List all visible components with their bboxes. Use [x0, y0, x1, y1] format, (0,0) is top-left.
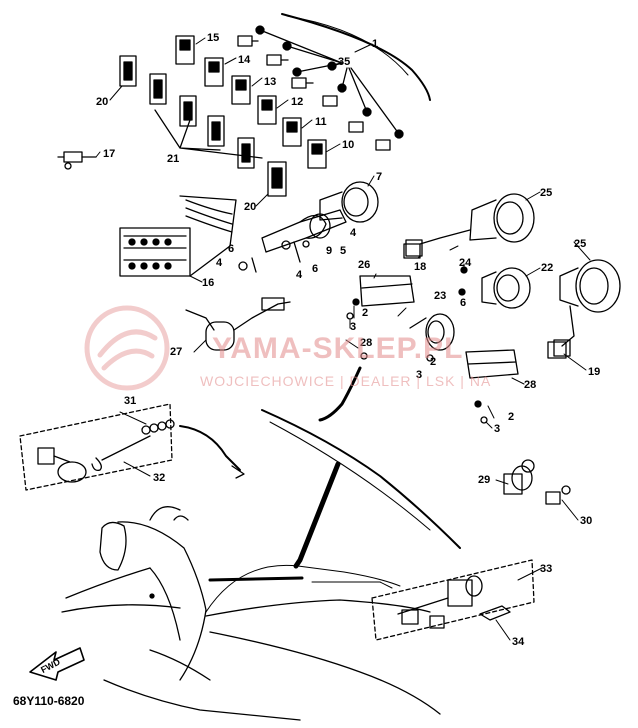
- callout-6-right: 6: [460, 297, 466, 309]
- callout-32: 32: [153, 472, 165, 484]
- callout-20-mid: 20: [244, 201, 256, 213]
- callout-3-lower: 3: [494, 423, 500, 435]
- callout-2-lower: 2: [508, 411, 514, 423]
- callout-5: 5: [340, 245, 346, 257]
- callout-15: 15: [207, 32, 219, 44]
- callout-14: 14: [238, 54, 251, 66]
- watercraft-outline: [61, 409, 461, 721]
- callout-6-left: 6: [228, 243, 234, 255]
- callout-30: 30: [580, 515, 592, 527]
- callout-26: 26: [358, 259, 370, 271]
- callout-33: 33: [540, 563, 552, 575]
- main-harness-wire: [281, 13, 431, 101]
- callout-25-right: 25: [574, 238, 586, 250]
- callout-4-mid: 4: [296, 269, 303, 281]
- connector-plugs: [175, 35, 391, 169]
- hardware-small: [238, 240, 310, 273]
- clip-parts: [255, 25, 404, 139]
- callout-27: 27: [170, 346, 182, 358]
- main-coupler-16: [119, 195, 237, 277]
- callout-2-upper: 2: [362, 307, 368, 319]
- callout-16: 16: [202, 277, 214, 289]
- callout-28-left: 28: [360, 337, 372, 349]
- watermark-logo: [84, 305, 170, 391]
- callout-12: 12: [291, 96, 303, 108]
- coupler-blocks: [119, 55, 287, 197]
- callout-28-right: 28: [524, 379, 536, 391]
- callout-4-right: 4: [350, 227, 357, 239]
- callout-34: 34: [512, 636, 525, 648]
- callout-4-left: 4: [216, 257, 223, 269]
- sensor-17: [57, 151, 97, 170]
- callout-1: 1: [372, 38, 378, 50]
- callout-18: 18: [414, 261, 426, 273]
- watermark-text: YAMA-SKLEP.PL: [212, 332, 464, 365]
- gauge-25-upper: [405, 193, 535, 257]
- callout-13: 13: [264, 76, 276, 88]
- hardware-lower: [474, 400, 488, 424]
- gauge-assembly-7: [261, 181, 379, 253]
- callout-6-mid: 6: [312, 263, 318, 275]
- leader-lines: [95, 37, 591, 641]
- callout-23: 23: [434, 290, 446, 302]
- callout-19: 19: [588, 366, 600, 378]
- diagram-code: 68Y110-6820: [13, 694, 85, 708]
- gauge-22: [458, 266, 531, 309]
- bracket-26: [346, 275, 415, 320]
- callout-10: 10: [342, 139, 354, 151]
- sensor-group-31: [19, 403, 245, 491]
- callout-3-mid: 3: [416, 369, 422, 381]
- callout-24: 24: [459, 257, 472, 269]
- gauge-28-assembly: [318, 313, 519, 422]
- switch-29-30: [503, 459, 571, 505]
- callout-3-upper: 3: [350, 321, 356, 333]
- callout-9: 9: [326, 245, 332, 257]
- callout-labels: 1 35 15 14 13 12 11 10 20 21 17 20 7 25 …: [39, 32, 600, 675]
- connectors-18-19: [403, 243, 567, 359]
- callout-20-top: 20: [96, 96, 108, 108]
- component-27: [185, 297, 291, 351]
- callout-2-mid: 2: [430, 356, 436, 368]
- watermark-subtext: WOJCIECHOWICE | DEALER | LSK | NA: [200, 373, 492, 389]
- callout-21: 21: [167, 153, 179, 165]
- callout-35: 35: [338, 56, 350, 68]
- callout-31: 31: [124, 395, 136, 407]
- fwd-arrow-icon: [29, 647, 85, 681]
- callout-11: 11: [315, 116, 327, 128]
- callout-22: 22: [541, 262, 553, 274]
- callout-17: 17: [103, 148, 115, 160]
- callout-29: 29: [478, 474, 490, 486]
- key-switch-33: [371, 559, 535, 641]
- callout-25-upper: 25: [540, 187, 552, 199]
- callout-7: 7: [376, 171, 382, 183]
